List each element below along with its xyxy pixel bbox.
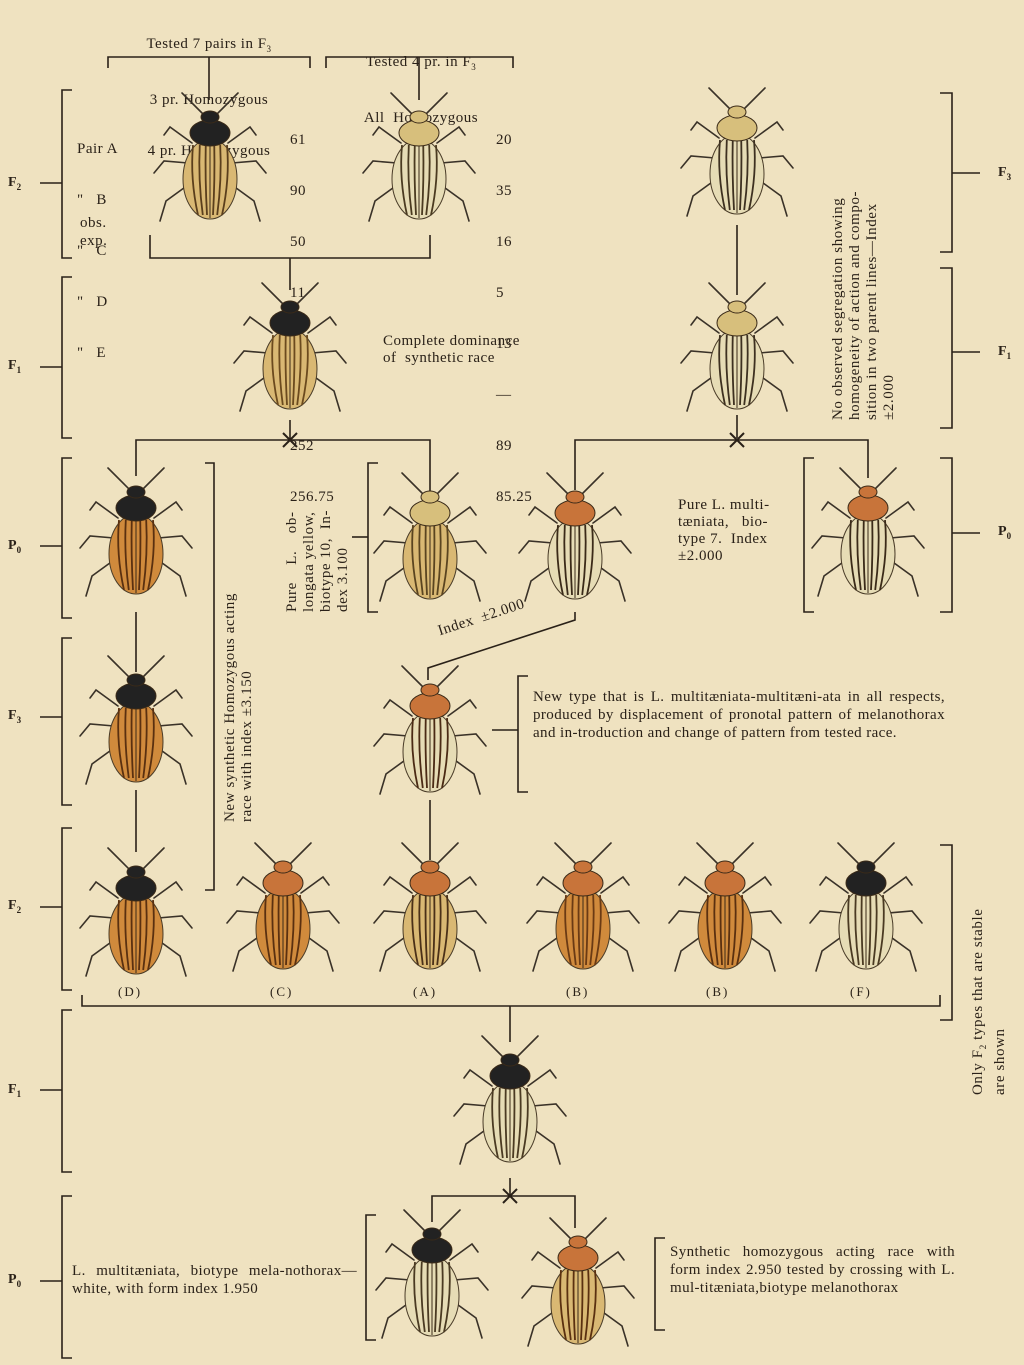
f2-a-beetle	[360, 840, 500, 990]
pair-col2: 20 35 16 5 13 — 89 85.25	[496, 98, 532, 523]
gen-label-p0-upper: P0	[8, 538, 21, 555]
p0-synthetic-race-beetle	[508, 1215, 648, 1365]
p0-synthetic-black-beetle	[66, 465, 206, 615]
gen-label-f2-top: F2	[8, 175, 21, 192]
complete-dominance-note: Complete dominance of synthetic race	[383, 333, 520, 367]
pure-multitaeniata-note: Pure L. multi- tæniata, bio- type 7. Ind…	[678, 497, 770, 565]
only-f2-note: Only F2 types that are stable are shown	[970, 909, 1009, 1095]
p0-multitaeniata-right-beetle	[798, 465, 938, 615]
synthetic-race-note: Synthetic homozygous acting race with fo…	[670, 1243, 955, 1297]
no-segregation-note: No observed segregation showing homogene…	[830, 191, 898, 420]
f2-f-beetle	[796, 840, 936, 990]
f2-d-beetle	[66, 845, 206, 995]
f2-b-beetle	[513, 840, 653, 990]
gen-label-f1-right: F1	[998, 344, 1011, 361]
new-synthetic-note: New synthetic Homozygous acting race wit…	[222, 593, 256, 822]
gen-label-f1-lower: F1	[8, 1082, 21, 1099]
melanothorax-note: L. multitæniata, biotype mela-nothorax—w…	[72, 1262, 357, 1298]
obs-label: obs.	[80, 215, 107, 232]
p0-melanothorax-beetle	[362, 1207, 502, 1357]
new-type-note: New type that is L. multitæniata-multitæ…	[533, 688, 945, 742]
exp-label: exp.	[80, 233, 107, 250]
f2-black-headed-beetle	[140, 90, 280, 240]
gen-label-f1-upper: F1	[8, 358, 21, 375]
gen-label-p0-right: P0	[998, 524, 1011, 541]
f1-dominant-beetle	[220, 280, 360, 430]
p0-oblongata-beetle	[360, 470, 500, 620]
new-type-beetle	[360, 663, 500, 813]
f1-lower-beetle	[440, 1033, 580, 1183]
gen-label-p0-lower: P0	[8, 1272, 21, 1289]
f2-yellow-beetle	[349, 90, 489, 240]
f3-synthetic-beetle	[66, 653, 206, 803]
gen-label-f3-left: F3	[8, 708, 21, 725]
pure-oblongata-note: Pure L. ob- longata yellow, biotype 10, …	[284, 510, 352, 612]
f3-pale-beetle	[667, 85, 807, 235]
gen-label-f2-lower: F2	[8, 898, 21, 915]
p0-multitaeniata-beetle	[505, 470, 645, 620]
gen-label-f3-right: F3	[998, 165, 1011, 182]
f2-c-beetle	[213, 840, 353, 990]
f2-b2-beetle	[655, 840, 795, 990]
f1-right-beetle	[667, 280, 807, 430]
